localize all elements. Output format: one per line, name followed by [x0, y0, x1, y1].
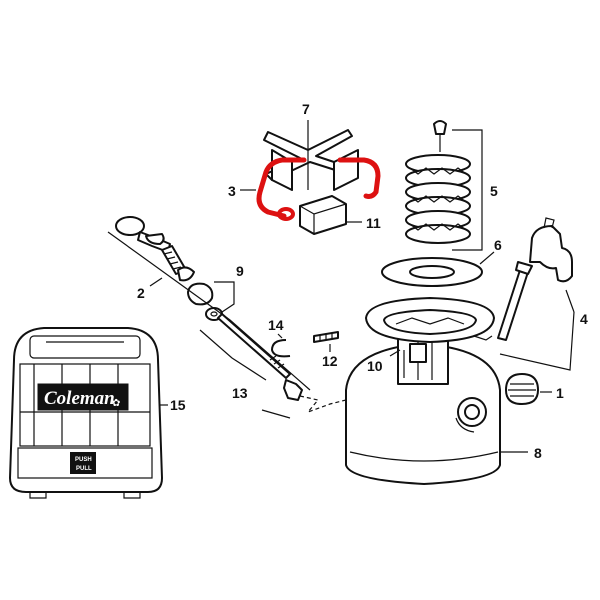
label-part-6: 6 — [494, 237, 502, 253]
label-part-4: 4 — [580, 311, 588, 327]
label-part-10: 10 — [367, 358, 383, 374]
valve-stem — [115, 216, 195, 287]
label-part-11: 11 — [366, 215, 381, 231]
label-part-2: 2 — [137, 285, 145, 301]
label-part-8: 8 — [534, 445, 542, 461]
label-part-3: 3 — [228, 183, 236, 199]
burner-assembly — [365, 297, 495, 385]
case-button-pull-text: PULL — [76, 466, 92, 472]
case-latch-button — [70, 452, 96, 474]
carrying-case: Coleman ✿ PUSH PULL — [9, 327, 168, 499]
retaining-clip — [270, 333, 291, 358]
burner-ring-stack — [405, 120, 483, 251]
wire-handle-highlighted — [240, 157, 381, 221]
label-part-9: 9 — [236, 263, 244, 279]
label-part-5: 5 — [490, 183, 498, 199]
case-button-push-text: PUSH — [75, 457, 92, 463]
label-part-1: 1 — [556, 385, 564, 401]
label-part-14: 14 — [268, 317, 284, 333]
case-logo-text: Coleman — [44, 388, 115, 409]
svg-text:✿: ✿ — [112, 398, 120, 409]
generator-tube — [497, 217, 575, 371]
pot-support-grate — [263, 120, 359, 191]
label-part-13: 13 — [232, 385, 248, 401]
fuel-tank — [345, 343, 501, 485]
fuel-cap — [505, 373, 552, 405]
washer-set — [187, 281, 235, 321]
label-part-15: 15 — [170, 397, 186, 413]
screw — [313, 331, 339, 352]
bracket — [299, 195, 362, 235]
label-part-12: 12 — [322, 353, 338, 369]
label-part-7: 7 — [302, 101, 310, 117]
cleaning-needle — [199, 313, 303, 419]
burner-bowl — [381, 251, 495, 287]
